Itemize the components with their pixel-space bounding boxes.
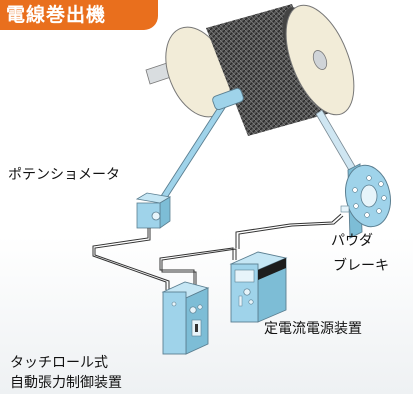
tension-controller-label-line1: タッチロール式 <box>10 355 108 371</box>
tension-controller-device <box>161 281 210 355</box>
power-supply-device <box>229 251 288 323</box>
tension-controller-label-line2: 自動張力制御装置 <box>10 375 122 391</box>
potentiometer-label: ポテンショメータ <box>8 167 120 183</box>
powder-brake-label-line2: ブレーキ <box>333 258 389 274</box>
reel-front-flange <box>285 4 355 116</box>
powder-brake-device <box>340 163 391 239</box>
power-supply-label: 定電流電源装置 <box>264 321 362 337</box>
powder-brake-label-line1: パウダ <box>331 233 373 249</box>
diagram-title: 電線巻出機 <box>0 0 158 30</box>
wiring <box>92 213 344 290</box>
potentiometer-device <box>135 192 172 229</box>
reel-shaft-front <box>315 109 357 173</box>
